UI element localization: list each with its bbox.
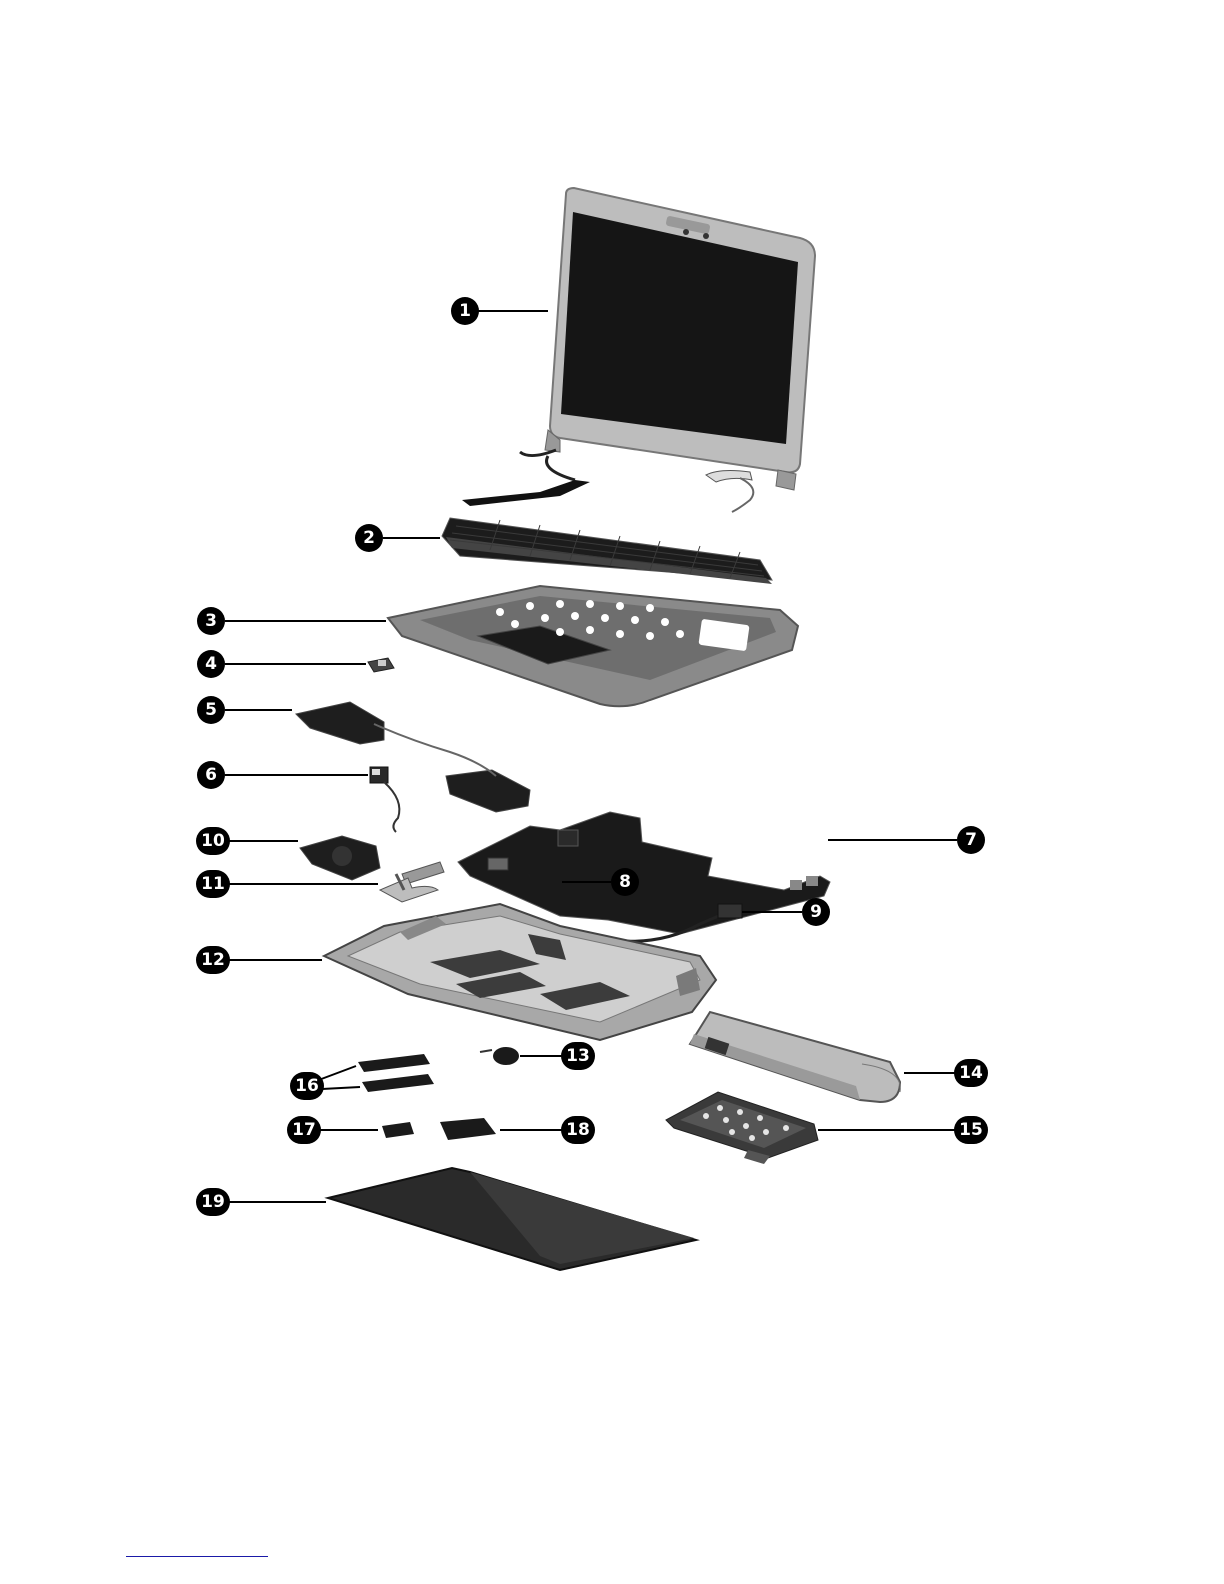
- callout-15: 15: [954, 1116, 988, 1144]
- display-assembly: [462, 188, 815, 512]
- callout-1: 1: [451, 297, 479, 325]
- wwan-module: [440, 1118, 496, 1140]
- callout-3-number: 3: [205, 611, 217, 631]
- callout-11-number: 11: [201, 874, 225, 894]
- callout-18: 18: [561, 1116, 595, 1144]
- callout-4: 4: [197, 650, 225, 678]
- rtc-battery: [480, 1047, 519, 1065]
- top-cover: [388, 586, 798, 706]
- callout-19-number: 19: [201, 1192, 225, 1212]
- callout-12-number: 12: [201, 950, 225, 970]
- callout-5: 5: [197, 696, 225, 724]
- callout-1-number: 1: [459, 301, 471, 321]
- hard-drive: [666, 1092, 818, 1164]
- memory-modules: [358, 1054, 434, 1092]
- callout-2: 2: [355, 524, 383, 552]
- callout-9: 9: [802, 898, 830, 926]
- callout-4-number: 4: [205, 654, 217, 674]
- callout-7-number: 7: [965, 830, 977, 850]
- footer-rule: [126, 1556, 268, 1557]
- callout-2-number: 2: [363, 528, 375, 548]
- callout-9-number: 9: [810, 902, 822, 922]
- callout-10-number: 10: [201, 831, 225, 851]
- rtc-battery-cable: [370, 767, 399, 832]
- keyboard: [442, 518, 772, 584]
- callout-13: 13: [561, 1042, 595, 1070]
- wlan-module: [382, 1122, 414, 1138]
- fan: [300, 836, 380, 880]
- callout-19: 19: [196, 1188, 230, 1216]
- callout-11: 11: [196, 870, 230, 898]
- heat-sink: [380, 862, 444, 902]
- callout-14-number: 14: [959, 1063, 983, 1083]
- callout-8-number: 8: [619, 872, 631, 892]
- bottom-cover: [328, 1168, 696, 1270]
- callout-13-number: 13: [566, 1046, 590, 1066]
- callout-16: 16: [290, 1072, 324, 1100]
- callout-6: 6: [197, 761, 225, 789]
- callout-18-number: 18: [566, 1120, 590, 1140]
- callout-6-number: 6: [205, 765, 217, 785]
- callout-17-number: 17: [292, 1120, 316, 1140]
- callout-16-number: 16: [295, 1076, 319, 1096]
- small-board: [368, 658, 394, 672]
- battery: [690, 1012, 900, 1102]
- callout-10: 10: [196, 827, 230, 855]
- callout-5-number: 5: [205, 700, 217, 720]
- speaker-assembly: [296, 702, 530, 812]
- callout-14: 14: [954, 1059, 988, 1087]
- callout-15-number: 15: [959, 1120, 983, 1140]
- leader-line-16b: [322, 1087, 360, 1089]
- callout-12: 12: [196, 946, 230, 974]
- callout-3: 3: [197, 607, 225, 635]
- callout-8: 8: [611, 868, 639, 896]
- callout-17: 17: [287, 1116, 321, 1144]
- callout-7: 7: [957, 826, 985, 854]
